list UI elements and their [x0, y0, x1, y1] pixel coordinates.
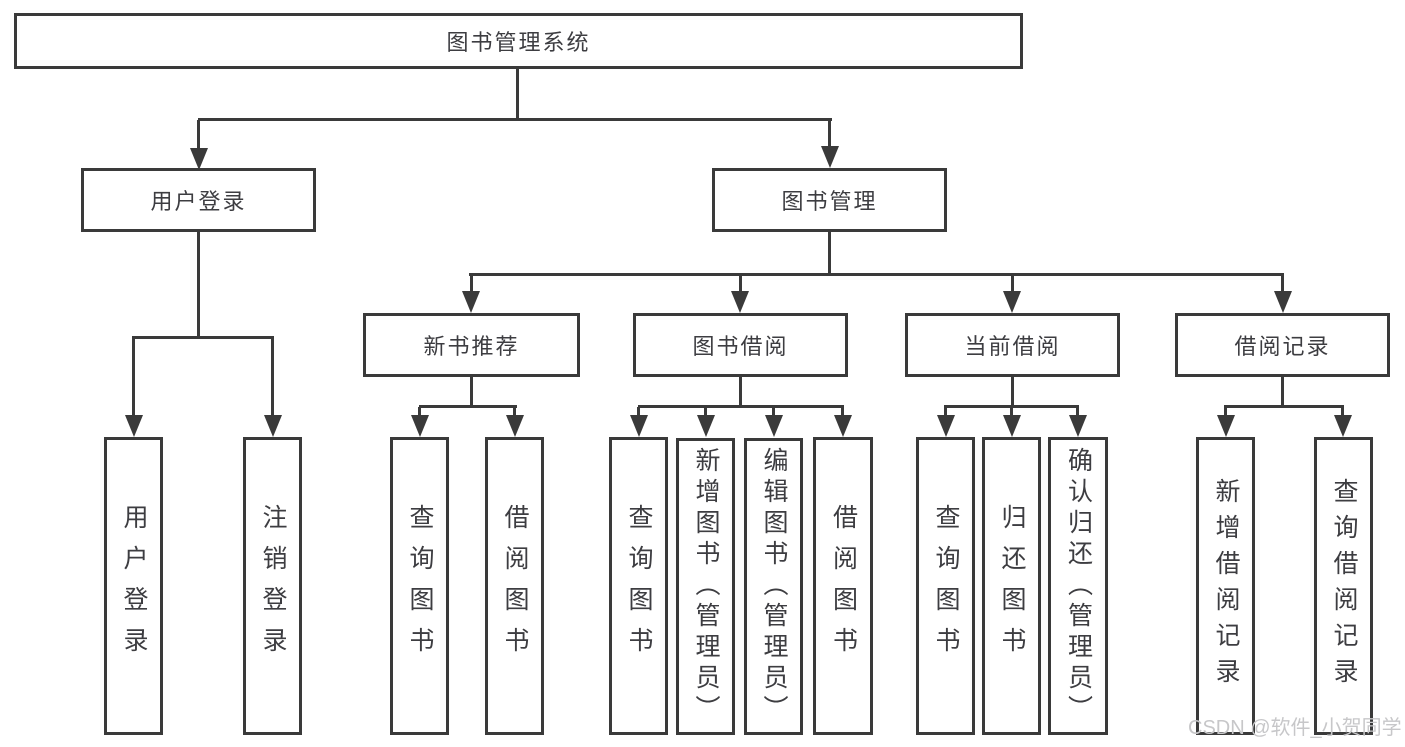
connector-leaf-stub: [1010, 407, 1013, 419]
arrow-down-icon: [1274, 291, 1292, 313]
leaf-add-book-admin: 新增图书（管理员）: [676, 438, 735, 735]
leaf-query-book-recommend-label: 查询图书: [406, 504, 434, 668]
connector-leaf-stub: [1076, 407, 1079, 419]
connector-leaf-stub: [418, 407, 421, 419]
connector-book-mgmt-stub: [828, 120, 831, 150]
connector-level3-stub: [470, 275, 473, 293]
leaf-query-book-borrow-label: 查询图书: [625, 504, 653, 668]
arrow-down-icon: [125, 415, 143, 437]
connector-leaf-stub: [1341, 407, 1344, 419]
connector-root-drop: [516, 69, 519, 120]
leaf-borrow-book-label: 借阅图书: [829, 504, 858, 668]
leaf-query-book-recommend: 查询图书: [390, 437, 449, 735]
connector-user-login-rail: [132, 336, 274, 339]
connector-leaf-stub: [132, 338, 135, 418]
leaf-query-book-current-label: 查询图书: [932, 504, 960, 668]
connector-recommend-drop: [470, 377, 473, 408]
leaf-add-borrow-record-label: 新增借阅记录: [1212, 478, 1240, 694]
arrow-down-icon: [506, 415, 524, 437]
node-user-login: 用户登录: [81, 168, 316, 232]
leaf-return-book-label: 归还图书: [998, 504, 1026, 668]
connector-leaf-stub: [1224, 407, 1227, 419]
arrow-down-icon: [1069, 415, 1087, 437]
csdn-watermark: CSDN @软件_小贺同学: [1188, 717, 1402, 739]
leaf-borrow-book-recommend-label: 借阅图书: [501, 504, 529, 668]
node-library-system: 图书管理系统: [14, 13, 1023, 69]
leaf-query-book-borrow: 查询图书: [609, 437, 668, 735]
node-current-borrow-label: 当前借阅: [964, 334, 1061, 359]
connector-leaf-stub: [637, 407, 640, 419]
leaf-query-borrow-record: 查询借阅记录: [1314, 437, 1373, 735]
connector-level3-stub: [1281, 275, 1284, 293]
connector-borrow-drop: [739, 377, 742, 408]
arrow-down-icon: [1003, 291, 1021, 313]
arrow-down-icon: [264, 415, 282, 437]
node-new-book-recommend: 新书推荐: [363, 313, 580, 377]
connector-level2-rail: [198, 118, 832, 121]
connector-book-mgmt-drop: [828, 232, 831, 276]
arrow-down-icon: [462, 291, 480, 313]
connector-record-drop: [1281, 377, 1284, 408]
node-book-management-label: 图书管理: [781, 189, 878, 214]
node-book-borrow-label: 图书借阅: [692, 334, 789, 359]
connector-current-drop: [1011, 377, 1014, 408]
arrow-down-icon: [697, 415, 715, 437]
leaf-logout: 注销登录: [243, 437, 302, 735]
connector-user-login-stub: [197, 120, 200, 152]
connector-leaf-stub: [513, 407, 516, 419]
arrow-down-icon: [411, 415, 429, 437]
leaf-return-book: 归还图书: [982, 437, 1041, 735]
connector-level3-rail: [469, 273, 1284, 276]
leaf-borrow-book-recommend: 借阅图书: [485, 437, 544, 735]
connector-level3-stub: [1011, 275, 1014, 293]
leaf-confirm-return-admin-label: 确认归还（管理员）: [1064, 446, 1093, 726]
connector-current-rail: [944, 405, 1079, 408]
node-user-login-label: 用户登录: [150, 189, 247, 214]
leaf-add-book-admin-label: 新增图书（管理员）: [692, 447, 720, 726]
leaf-edit-book-admin-label: 编辑图书（管理员）: [760, 447, 788, 726]
connector-leaf-stub: [944, 407, 947, 419]
arrow-down-icon: [731, 291, 749, 313]
leaf-borrow-book: 借阅图书: [813, 437, 873, 735]
arrow-down-icon: [937, 415, 955, 437]
connector-leaf-stub: [271, 338, 274, 418]
connector-leaf-stub: [704, 407, 707, 419]
node-book-borrow: 图书借阅: [633, 313, 848, 377]
node-library-system-label: 图书管理系统: [446, 30, 591, 55]
arrow-down-icon: [834, 415, 852, 437]
connector-user-login-drop: [197, 232, 200, 338]
arrow-down-icon: [765, 415, 783, 437]
leaf-user-login: 用户登录: [104, 437, 163, 735]
node-borrow-record: 借阅记录: [1175, 313, 1390, 377]
leaf-query-book-current: 查询图书: [916, 437, 975, 735]
arrow-down-icon: [1334, 415, 1352, 437]
connector-record-rail: [1224, 405, 1344, 408]
connector-leaf-stub: [772, 407, 775, 419]
node-book-management: 图书管理: [712, 168, 947, 232]
connector-borrow-rail: [638, 405, 844, 408]
leaf-user-login-label: 用户登录: [120, 504, 148, 668]
arrow-down-icon: [190, 148, 208, 170]
leaf-edit-book-admin: 编辑图书（管理员）: [744, 438, 803, 735]
node-current-borrow: 当前借阅: [905, 313, 1120, 377]
leaf-confirm-return-admin: 确认归还（管理员）: [1048, 437, 1108, 735]
connector-level3-stub: [739, 275, 742, 293]
arrow-down-icon: [1003, 415, 1021, 437]
node-new-book-recommend-label: 新书推荐: [423, 334, 520, 359]
connector-recommend-rail: [419, 405, 517, 408]
arrow-down-icon: [821, 146, 839, 168]
leaf-query-borrow-record-label: 查询借阅记录: [1330, 478, 1358, 694]
connector-leaf-stub: [841, 407, 844, 419]
node-borrow-record-label: 借阅记录: [1234, 334, 1331, 359]
leaf-add-borrow-record: 新增借阅记录: [1196, 437, 1255, 735]
leaf-logout-label: 注销登录: [259, 504, 287, 668]
arrow-down-icon: [1217, 415, 1235, 437]
arrow-down-icon: [630, 415, 648, 437]
